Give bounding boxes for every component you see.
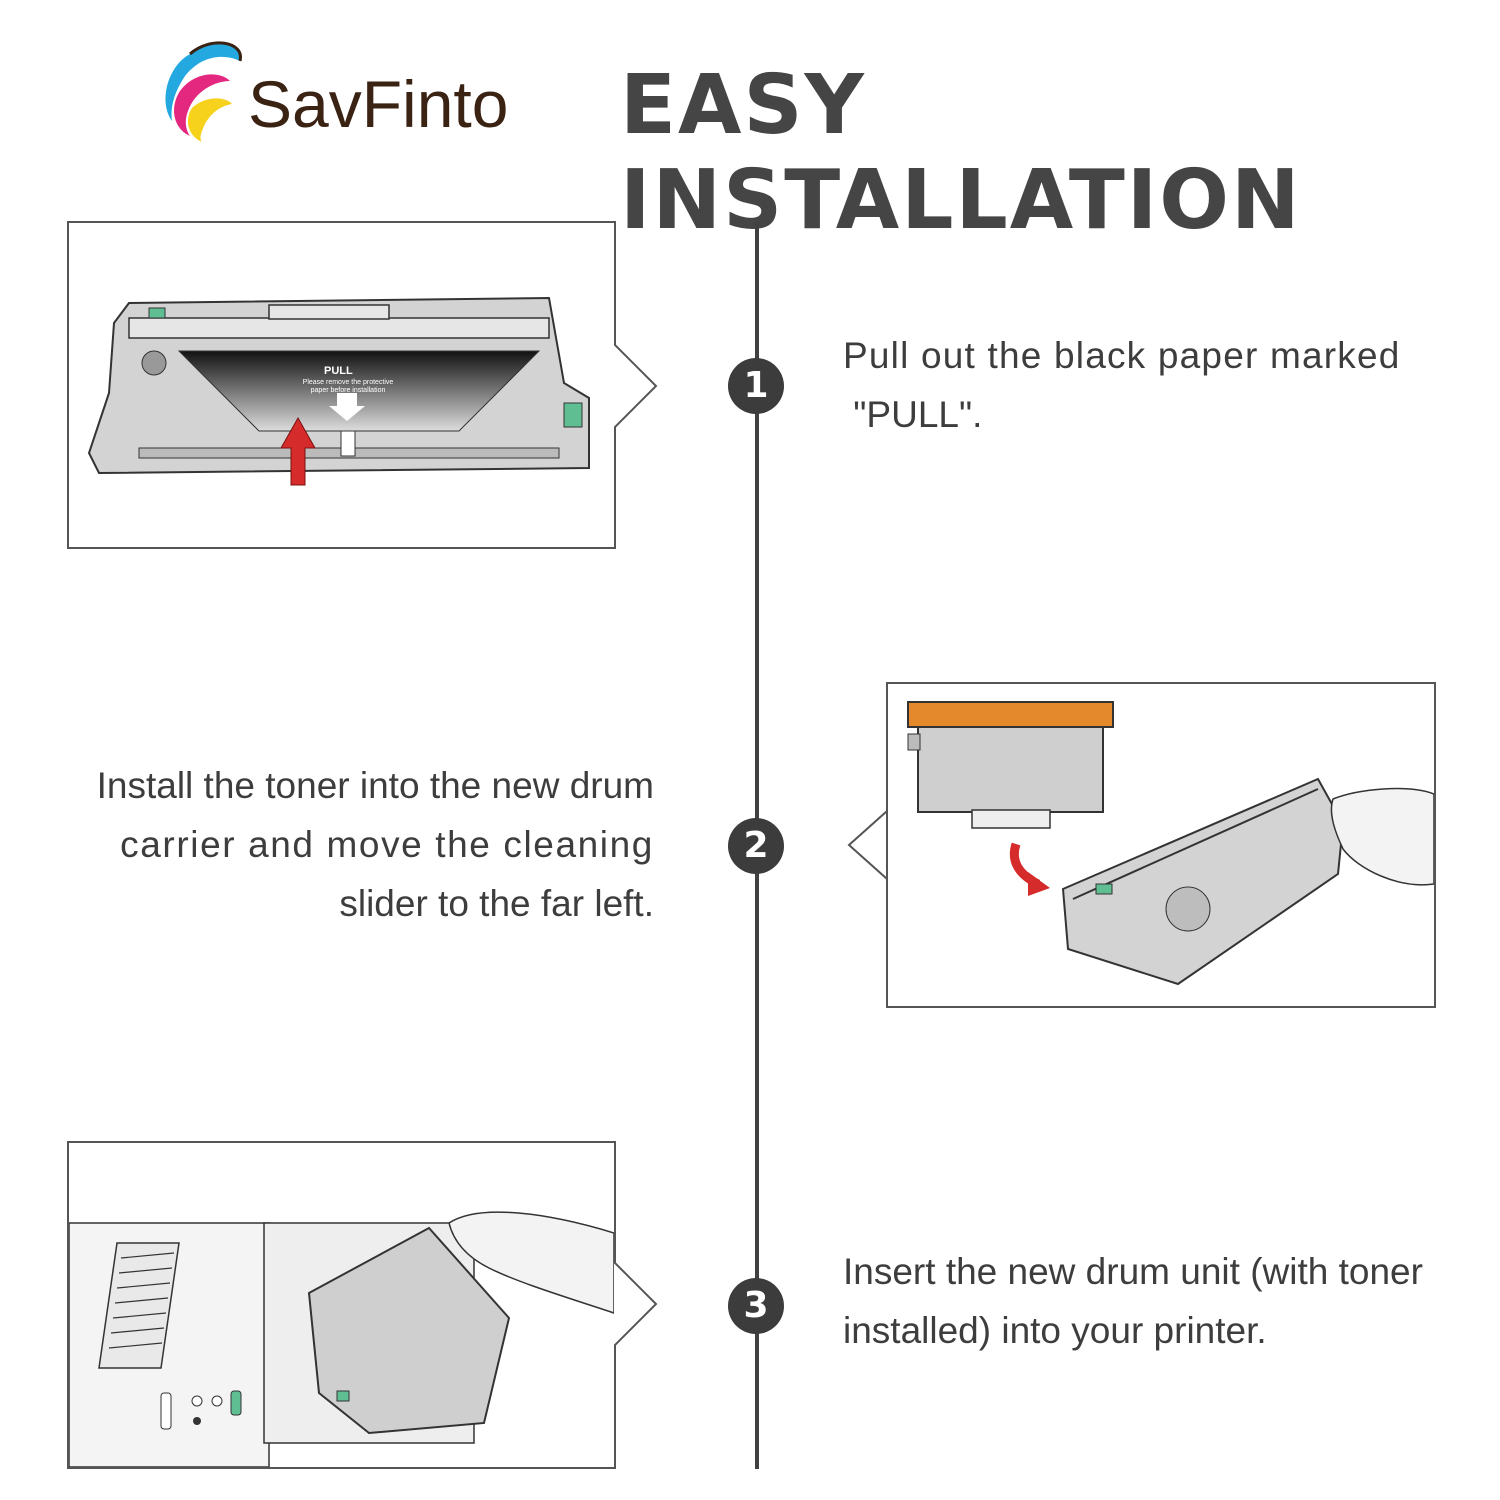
step-1-illustration-frame: PULL Please remove the protective paper …	[67, 221, 616, 549]
step-2-text-line1: Install the toner into the new drum	[96, 765, 654, 806]
step-3-text-line1: Insert the new drum unit (with toner	[843, 1251, 1423, 1292]
step-3-pointer	[614, 1262, 658, 1346]
step-2-text-line2: carrier and move the cleaning	[120, 824, 654, 865]
savfinto-logo-icon	[165, 41, 242, 142]
toner-into-drum-illustration	[907, 701, 1435, 986]
step-2-illustration-frame	[886, 682, 1436, 1008]
step-1-text-line1: Pull out the black paper marked	[843, 335, 1401, 376]
pull-label: PULL	[324, 365, 353, 377]
step-2-badge: 2	[728, 818, 784, 874]
insert-drum-into-printer-illustration	[68, 1211, 615, 1468]
step-2-text-line3: slider to the far left.	[339, 883, 654, 924]
step-1-pointer	[614, 344, 658, 428]
page-title: EASY INSTALLATION	[620, 58, 1302, 248]
pull-note-line2: paper before installation	[310, 387, 386, 394]
step-3-text-line2: installed) into your printer.	[843, 1310, 1267, 1351]
step-2-pointer	[847, 803, 896, 887]
step-1-text-line2: "PULL".	[843, 394, 983, 435]
step-1-badge: 1	[728, 358, 784, 414]
drum-unit-pull-illustration	[87, 296, 590, 486]
step-3-illustration-frame	[67, 1141, 616, 1469]
step-3-badge: 3	[728, 1278, 784, 1334]
brand-name: SavFinto	[248, 67, 509, 141]
pull-note-line1: Please remove the protective	[302, 379, 394, 386]
